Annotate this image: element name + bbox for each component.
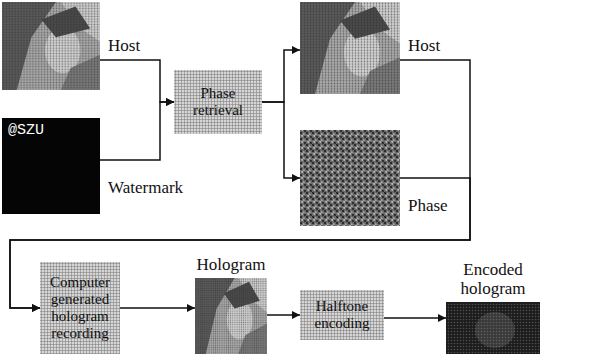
encoded-hologram-node: Encoded hologram — [446, 302, 540, 354]
node-label: Encoded hologram — [440, 260, 546, 298]
flow-arrow — [267, 314, 300, 316]
phase-image-node: Phase — [300, 130, 400, 226]
encoded-hologram-texture — [446, 302, 540, 354]
flow-arrow — [262, 102, 300, 178]
watermark-image — [2, 118, 100, 214]
box-text: Phase retrieval — [177, 85, 259, 119]
flow-arrow — [384, 317, 446, 319]
node-label: Phase — [408, 196, 448, 215]
watermark-text: @SZU — [8, 123, 44, 140]
host-image-node: Host — [300, 2, 400, 94]
process-box: Phase retrieval — [174, 70, 262, 134]
host-image — [300, 2, 400, 94]
hologram-image-node: Hologram — [195, 278, 267, 354]
node-label: Host — [108, 36, 140, 55]
process-box: Computer generated hologram recording — [40, 262, 120, 354]
box-text: Halftone encoding — [303, 298, 381, 332]
host-image — [2, 2, 100, 90]
encoded-hologram-image — [446, 302, 540, 354]
flow-arrow — [100, 60, 174, 102]
watermark-image-node: @SZUWatermark — [2, 118, 100, 214]
flow-arrow — [120, 307, 195, 309]
hologram-image — [195, 278, 267, 354]
node-label: Hologram — [189, 255, 273, 274]
box-text: Computer generated hologram recording — [43, 274, 117, 341]
node-label: Host — [408, 36, 440, 55]
flow-arrow — [262, 50, 300, 102]
phase-image — [300, 130, 400, 226]
host-image-node: Host — [2, 2, 100, 90]
node-label: Watermark — [108, 178, 183, 197]
phase-texture — [300, 130, 400, 226]
flow-arrow — [100, 102, 174, 160]
process-box: Halftone encoding — [300, 290, 384, 340]
